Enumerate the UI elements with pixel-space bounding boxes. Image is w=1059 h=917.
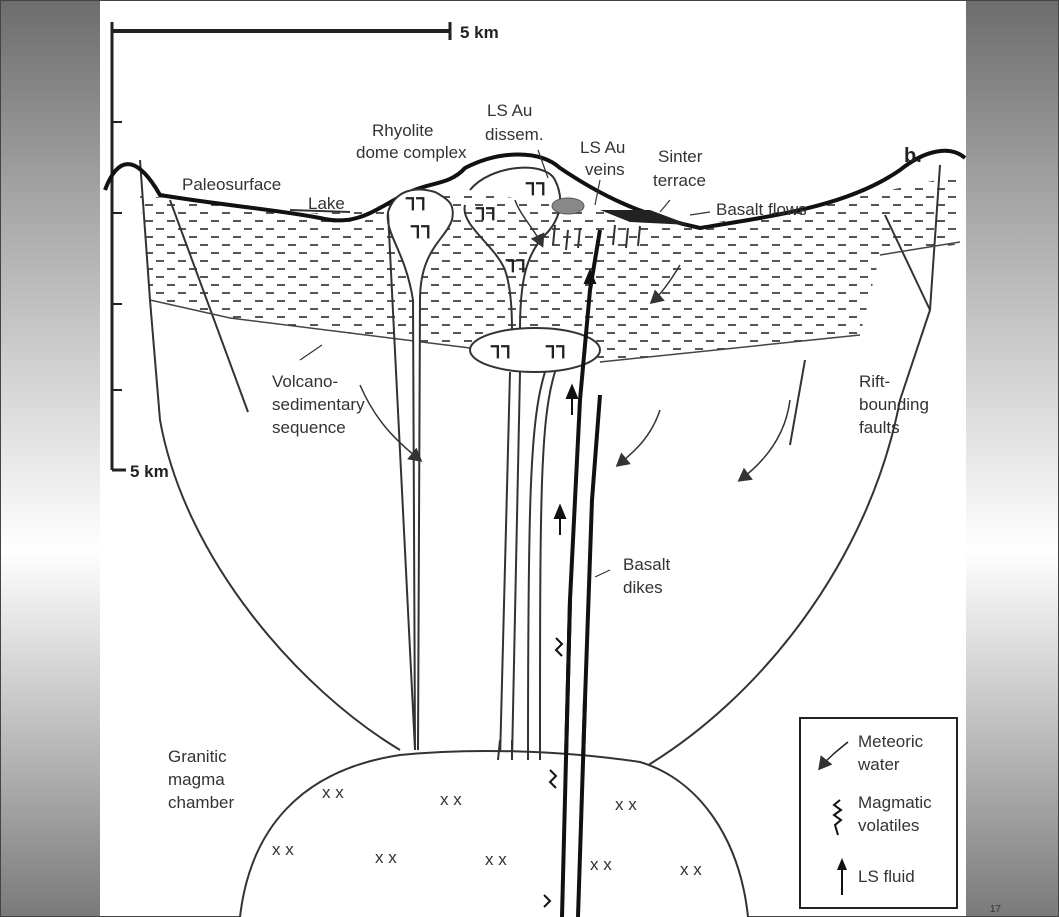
label-granitic-2: magma bbox=[168, 770, 225, 789]
label-granitic-1: Granitic bbox=[168, 747, 227, 766]
scale-bar-horizontal: 5 km bbox=[112, 22, 499, 42]
legend-magmatic-1: Magmatic bbox=[858, 793, 932, 812]
rhyolite-symbol-5: ᒣᒣ bbox=[505, 257, 526, 276]
label-basalt-dikes-1: Basalt bbox=[623, 555, 671, 574]
svg-text:x x: x x bbox=[440, 790, 462, 809]
label-volcano-2: sedimentary bbox=[272, 395, 365, 414]
svg-text:x x: x x bbox=[485, 850, 507, 869]
svg-text:x x: x x bbox=[322, 783, 344, 802]
svg-text:x x: x x bbox=[590, 855, 612, 874]
meteoric-arrow-1 bbox=[360, 385, 420, 460]
label-basalt-flows: Basalt flows bbox=[716, 200, 807, 219]
rhyolite-symbol-4: ᒣᒣ bbox=[525, 180, 546, 199]
svg-text:x x: x x bbox=[375, 848, 397, 867]
label-lake: Lake bbox=[308, 194, 345, 213]
label-volcano-1: Volcano- bbox=[272, 372, 338, 391]
svg-text:x x: x x bbox=[272, 840, 294, 859]
page-number: 17 bbox=[990, 904, 1001, 915]
label-rhyolite-1: Rhyolite bbox=[372, 121, 433, 140]
label-ls-dissem-2: dissem. bbox=[485, 125, 544, 144]
label-ls-veins-2: veins bbox=[585, 160, 625, 179]
label-ls-veins-1: LS Au bbox=[580, 138, 625, 157]
rhyolite-symbol-2: ᒣᒣ bbox=[410, 223, 431, 242]
label-basalt-dikes-2: dikes bbox=[623, 578, 663, 597]
meteoric-arrow-3 bbox=[740, 400, 790, 480]
label-rhyolite-2: dome complex bbox=[356, 143, 467, 162]
label-rift-2: bounding bbox=[859, 395, 929, 414]
scale-label-left: 5 km bbox=[130, 462, 169, 481]
label-paleosurface: Paleosurface bbox=[182, 175, 281, 194]
label-rift-1: Rift- bbox=[859, 372, 890, 391]
rhyolite-symbol-7: ᒣᒣ bbox=[545, 343, 566, 362]
meteoric-arrow-2 bbox=[618, 410, 660, 465]
label-sinter-2: terrace bbox=[653, 171, 706, 190]
label-rift-3: faults bbox=[859, 418, 900, 437]
rhyolite-symbol-3: ᒣᒣ bbox=[475, 205, 496, 224]
label-ls-dissem-1: LS Au bbox=[487, 101, 532, 120]
feeder-conduits bbox=[500, 372, 555, 760]
legend-ls-fluid: LS fluid bbox=[858, 867, 915, 886]
legend-meteoric-1: Meteoric bbox=[858, 732, 924, 751]
legend-meteoric-2: water bbox=[857, 755, 900, 774]
legend: Meteoric water Magmatic volatiles LS flu… bbox=[800, 718, 957, 908]
panel-label: b. bbox=[904, 145, 922, 167]
scale-label-top: 5 km bbox=[460, 23, 499, 42]
label-volcano-3: sequence bbox=[272, 418, 346, 437]
legend-magmatic-2: volatiles bbox=[858, 816, 919, 835]
granitic-magma-chamber bbox=[240, 751, 748, 917]
svg-text:x x: x x bbox=[680, 860, 702, 879]
label-sinter-1: Sinter bbox=[658, 147, 703, 166]
svg-text:x x: x x bbox=[615, 795, 637, 814]
rhyolite-symbol-1: ᒣᒣ bbox=[405, 195, 426, 214]
ls-au-dissem-body bbox=[552, 198, 584, 214]
label-granitic-3: chamber bbox=[168, 793, 234, 812]
rhyolite-symbol-6: ᒣᒣ bbox=[490, 343, 511, 362]
rift-fault-right-b bbox=[790, 360, 805, 445]
